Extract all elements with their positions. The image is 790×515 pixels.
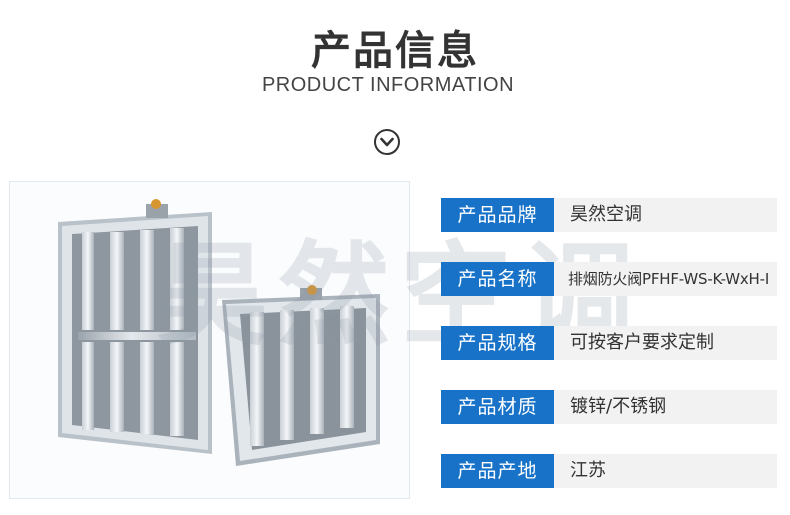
info-value: 排烟防火阀PFHF-WS-K-WxH-I xyxy=(554,262,777,296)
info-label: 产品名称 xyxy=(441,262,554,296)
small-damper xyxy=(222,285,380,466)
info-value: 江苏 xyxy=(554,454,777,488)
info-value: 镀锌/不锈钢 xyxy=(554,390,777,424)
chevron-down-circle-icon[interactable] xyxy=(373,128,401,156)
page-subtitle: PRODUCT INFORMATION xyxy=(261,74,515,96)
damper-illustration xyxy=(58,199,380,466)
large-damper xyxy=(58,199,212,454)
info-label: 产品产地 xyxy=(441,454,554,488)
info-row-material: 产品材质 镀锌/不锈钢 xyxy=(441,390,777,424)
info-row-name: 产品名称 排烟防火阀PFHF-WS-K-WxH-I xyxy=(441,262,777,296)
info-value: 昊然空调 xyxy=(554,198,777,232)
info-label: 产品品牌 xyxy=(441,198,554,232)
info-row-origin: 产品产地 江苏 xyxy=(441,454,777,488)
info-row-brand: 产品品牌 昊然空调 xyxy=(441,198,777,232)
info-value: 可按客户要求定制 xyxy=(554,326,777,360)
page-title: 产品信息 xyxy=(311,28,479,74)
page-header: 产品信息 PRODUCT INFORMATION xyxy=(0,0,790,170)
product-photo xyxy=(9,181,410,499)
info-label: 产品规格 xyxy=(441,326,554,360)
info-label: 产品材质 xyxy=(441,390,554,424)
info-row-spec: 产品规格 可按客户要求定制 xyxy=(441,326,777,360)
